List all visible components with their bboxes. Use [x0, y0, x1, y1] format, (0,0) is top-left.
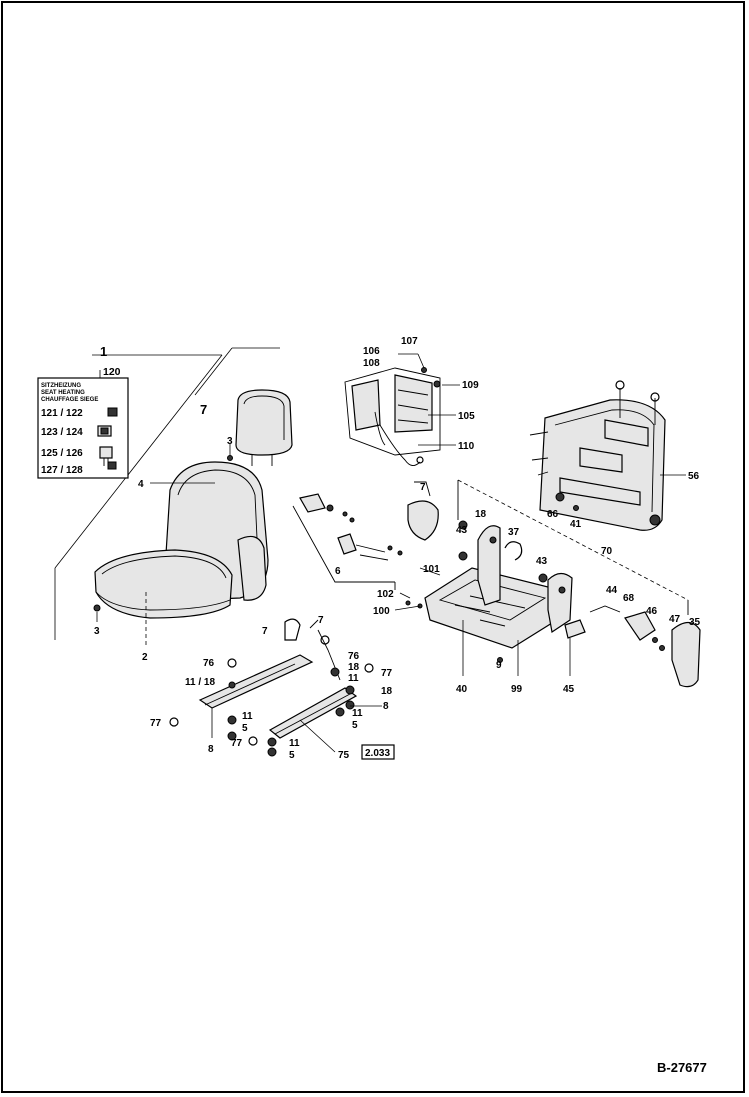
heating-item-121-122: 121 / 122	[41, 408, 83, 419]
callout-11-18: 11 / 18	[185, 677, 215, 688]
callout-4: 4	[138, 479, 144, 490]
callout-76-right: 76	[348, 651, 360, 662]
seat-heating-box	[37, 370, 129, 479]
callout-5-rail-left: 5	[242, 723, 248, 734]
callout-37: 37	[508, 527, 520, 538]
callout-108: 108	[363, 358, 380, 369]
callout-45: 45	[563, 684, 575, 695]
callout-43-left: 43	[456, 525, 468, 536]
heating-title-de: SITZHEIZUNG	[41, 383, 81, 389]
callout-3-bottom: 3	[94, 626, 100, 637]
callout-7-rail-b: 7	[318, 615, 324, 626]
callout-7-bracket: 7	[420, 482, 426, 493]
seat-cushion-drawing	[94, 549, 233, 619]
part-41	[573, 505, 579, 511]
callout-7-rail-a: 7	[262, 626, 268, 637]
callout-18-frame: 18	[475, 509, 487, 520]
heating-element-group	[344, 367, 441, 466]
heating-item-123-124: 123 / 124	[41, 427, 83, 438]
callout-77-left: 77	[150, 718, 162, 729]
callout-106: 106	[363, 346, 380, 357]
callout-11-rail-left: 11	[242, 711, 253, 722]
reference-box	[361, 744, 395, 760]
heating-switch-icons	[97, 407, 118, 470]
seat-group-bracket	[54, 347, 280, 640]
callout-100: 100	[373, 606, 390, 617]
screw-3-bottom	[93, 604, 101, 612]
heating-title-en: SEAT HEATING	[41, 390, 85, 396]
headrest-drawing	[235, 389, 293, 466]
callout-44: 44	[606, 585, 618, 596]
callout-6: 6	[335, 566, 341, 577]
callout-5-rail-mid: 5	[352, 720, 358, 731]
backrest-frame-drawing	[529, 380, 666, 531]
callout-47: 47	[669, 614, 681, 625]
callout-35: 35	[689, 617, 701, 628]
callout-56: 56	[688, 471, 700, 482]
document-reference: B-27677	[657, 1060, 707, 1075]
heating-title-fr: CHAUFFAGE SIEGE	[41, 397, 98, 403]
callout-102: 102	[377, 589, 394, 600]
callout-11-rail-mid: 11	[352, 708, 363, 719]
slide-rail-group	[169, 618, 382, 757]
seat-frame-group	[405, 479, 701, 688]
callout-77-right: 77	[381, 668, 393, 679]
reference-box-label: 2.033	[365, 748, 390, 759]
callout-75: 75	[338, 750, 350, 761]
heating-item-127-128: 127 / 128	[41, 465, 83, 476]
callout-107: 107	[401, 336, 418, 347]
screw-3-top	[227, 455, 233, 461]
callout-46: 46	[646, 606, 658, 617]
callout-11-rail-bottom: 11	[289, 738, 300, 749]
heating-item-125-126: 125 / 126	[41, 448, 83, 459]
slide-bracket-group	[292, 481, 439, 590]
callout-18-rail-right: 18	[381, 686, 393, 697]
callout-41: 41	[570, 519, 582, 530]
callout-76-left: 76	[203, 658, 215, 669]
part-66	[555, 492, 565, 502]
callout-101: 101	[423, 564, 440, 575]
callout-18-rail-top: 18	[348, 662, 360, 673]
callout-66: 66	[547, 509, 559, 520]
callout-8-right: 8	[383, 701, 389, 712]
callout-77-mid: 77	[231, 738, 243, 749]
callout-3-top: 3	[227, 436, 233, 447]
callout-70: 70	[601, 546, 613, 557]
callout-105: 105	[458, 411, 475, 422]
callout-11-rail-top: 11	[348, 673, 359, 684]
callout-7-headrest: 7	[200, 402, 207, 417]
callout-99: 99	[511, 684, 523, 695]
callout-1: 1	[100, 344, 107, 359]
callout-109: 109	[462, 380, 479, 391]
callout-2: 2	[142, 652, 148, 663]
callout-40: 40	[456, 684, 468, 695]
callout-8-left: 8	[208, 744, 214, 755]
callout-43-right: 43	[536, 556, 548, 567]
callout-5-rail-bottom: 5	[289, 750, 295, 761]
heating-group-number: 120	[103, 366, 121, 378]
callout-9: 9	[496, 660, 502, 671]
callout-110: 110	[458, 441, 475, 452]
callout-68: 68	[623, 593, 635, 604]
